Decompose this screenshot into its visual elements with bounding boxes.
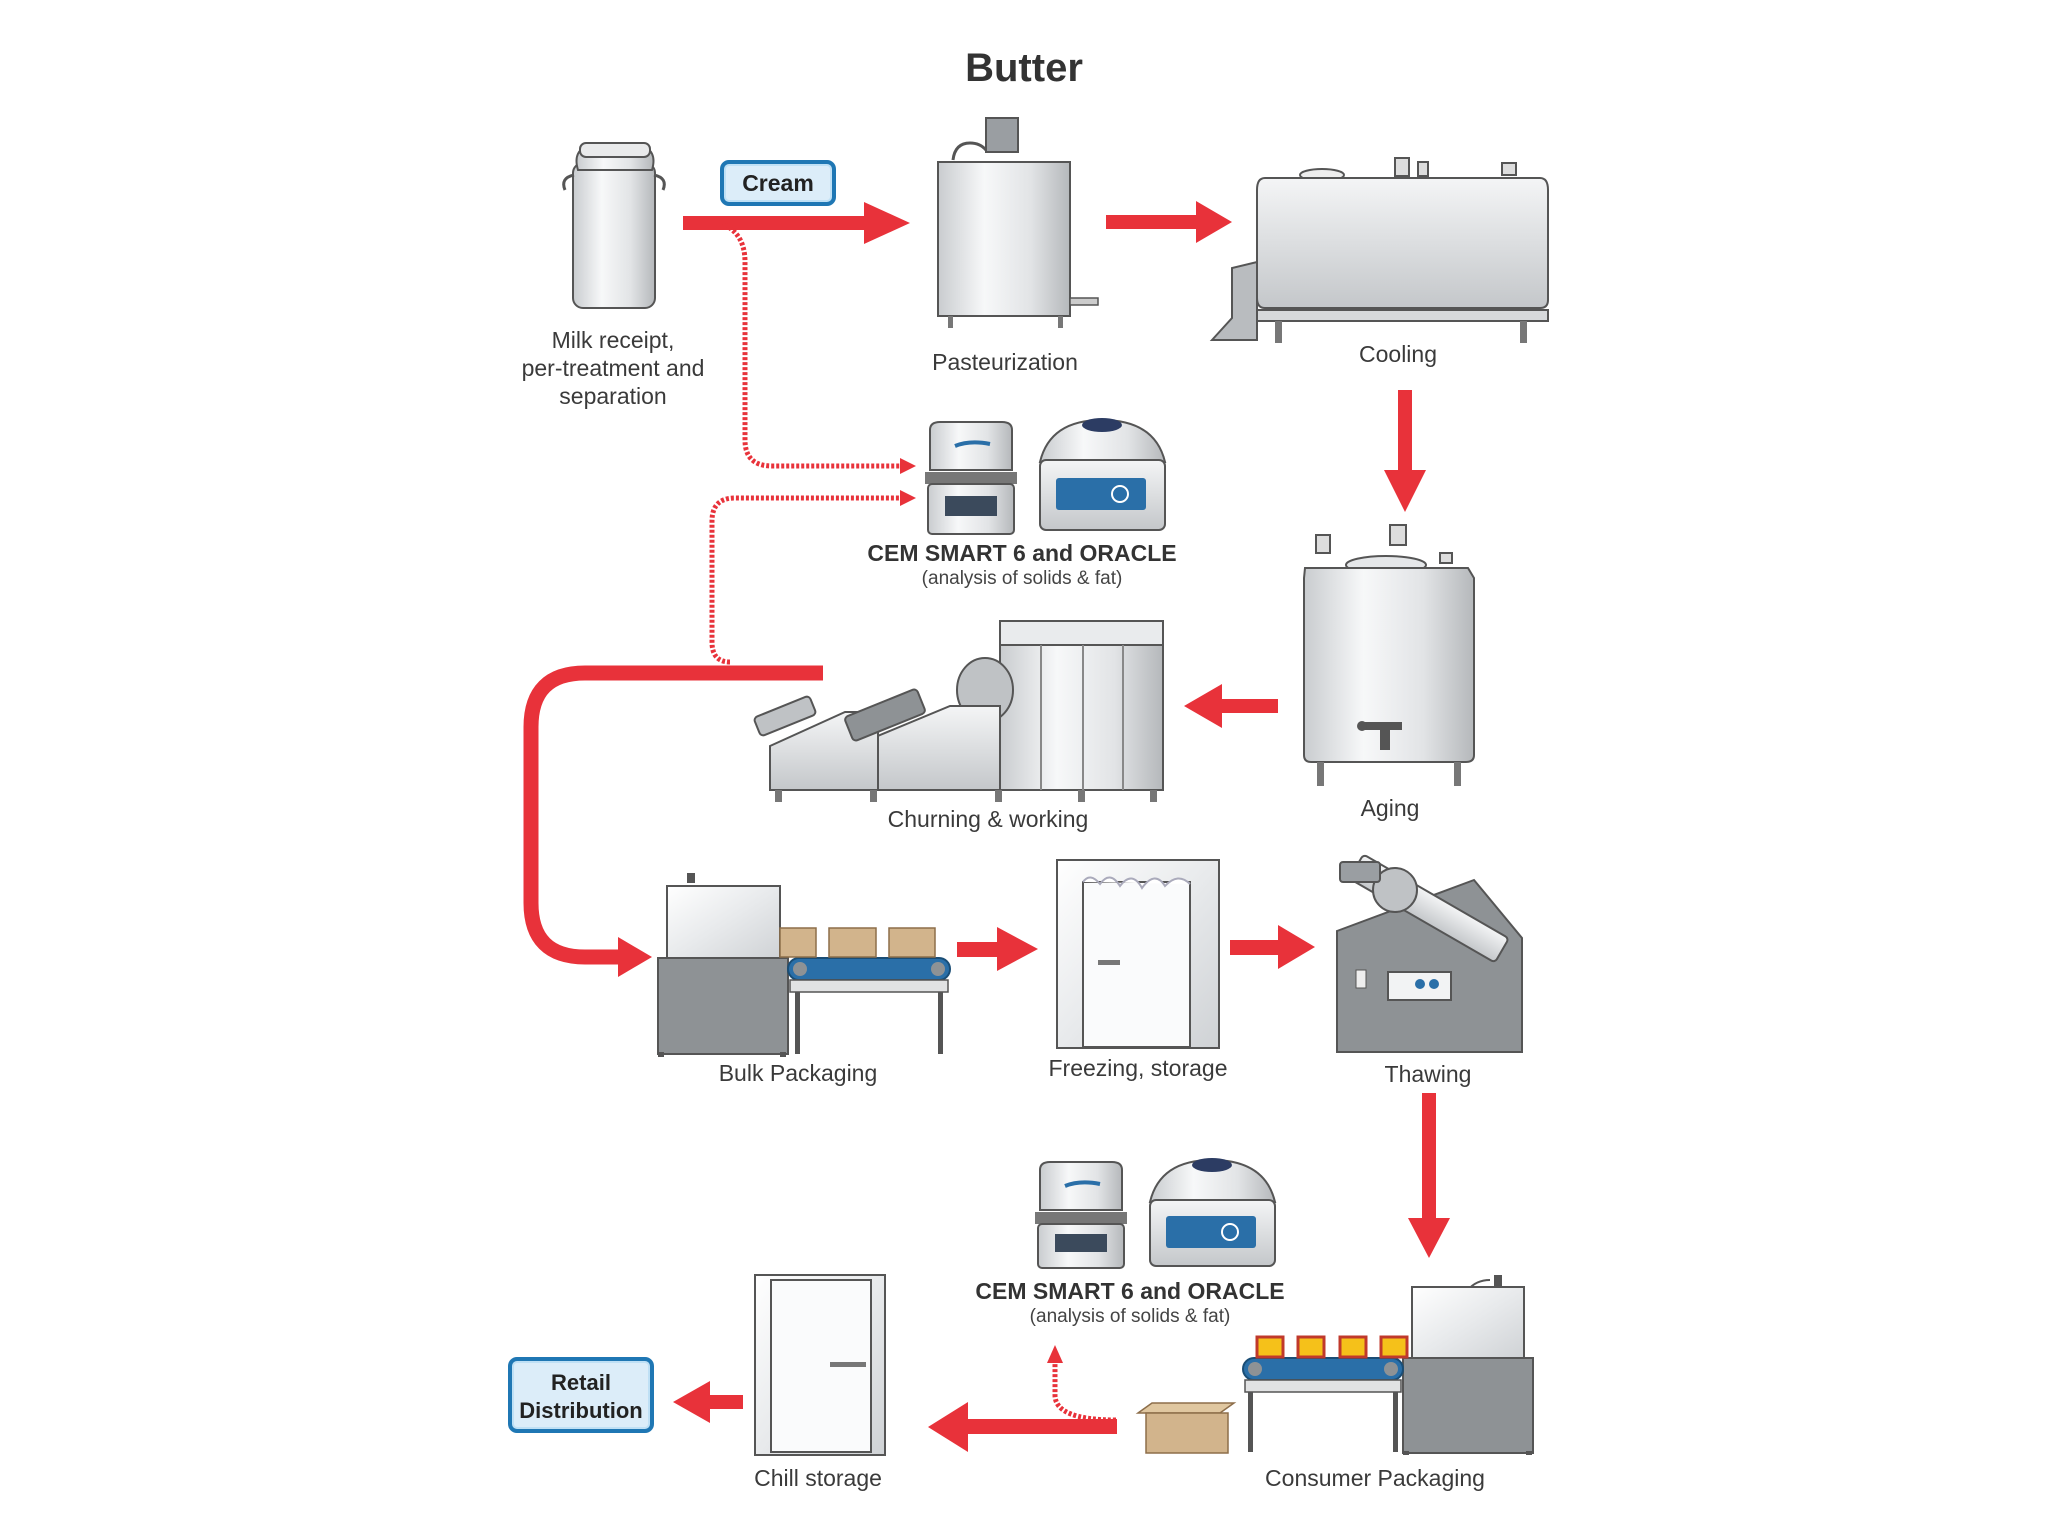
arrow-milk-to-pasteurization — [683, 202, 910, 244]
label-churning: Churning & working — [887, 806, 1089, 832]
label-bulk-packaging: Bulk Packaging — [718, 1060, 878, 1086]
cream-tag: Cream — [720, 160, 836, 206]
page-title: Butter — [965, 46, 1083, 90]
analyzer-note: (analysis of solids & fat) — [1029, 1306, 1231, 1327]
analyzer-note: (analysis of solids & fat) — [921, 568, 1123, 589]
arrow-aging-to-churning — [1184, 684, 1278, 728]
arrow-bulk-to-freezing — [957, 927, 1038, 971]
retail-distribution-tag: Retail Distribution — [508, 1357, 654, 1433]
label-freezing: Freezing, storage — [1048, 1055, 1228, 1081]
analyzer-caption-bottom: CEM SMART 6 and ORACLE (analysis of soli… — [950, 1278, 1310, 1328]
arrow-freezing-to-thawing — [1230, 925, 1315, 969]
oracle-analyzer-icon — [1038, 418, 1167, 531]
sample-arrowhead-3 — [1047, 1345, 1063, 1363]
arrow-pasteurization-to-cooling — [1106, 201, 1232, 243]
bulk-packaging-machine-icon — [657, 873, 951, 1057]
label-pasteurization: Pasteurization — [932, 349, 1078, 375]
analyzer-name: CEM SMART 6 and ORACLE — [867, 540, 1177, 566]
smart6-analyzer-icon — [925, 421, 1017, 535]
label-cooling: Cooling — [1359, 341, 1437, 367]
sample-arrowhead-1 — [900, 458, 916, 474]
oracle-analyzer-icon-2 — [1148, 1158, 1277, 1267]
aging-tank-icon — [1303, 524, 1475, 786]
freezer-room-icon — [1056, 859, 1220, 1049]
sample-line-churning — [709, 495, 902, 665]
flow-arrows — [523, 201, 1450, 1452]
arrow-cooling-to-aging — [1384, 390, 1426, 512]
cardboard-box-icon — [1135, 1402, 1237, 1454]
label-consumer-packaging: Consumer Packaging — [1265, 1465, 1485, 1491]
arrow-churning-to-bulk-packaging — [523, 665, 823, 977]
sample-lines — [709, 220, 1117, 1423]
churn-icon — [753, 620, 1164, 802]
analyzer-caption-top: CEM SMART 6 and ORACLE (analysis of soli… — [842, 540, 1202, 590]
milk-can-icon — [562, 142, 666, 309]
thawing-machine-icon — [1336, 854, 1523, 1053]
chill-storage-room-icon — [754, 1274, 886, 1456]
consumer-packaging-machine-icon — [1242, 1275, 1534, 1455]
smart6-analyzer-icon-2 — [1035, 1161, 1127, 1269]
label-chill-storage: Chill storage — [754, 1465, 882, 1491]
label-thawing: Thawing — [1384, 1061, 1472, 1087]
label-aging: Aging — [1360, 795, 1420, 821]
arrow-thawing-to-consumer — [1408, 1093, 1450, 1258]
analyzer-name: CEM SMART 6 and ORACLE — [975, 1278, 1285, 1304]
arrow-chill-to-retail — [673, 1381, 743, 1423]
cooling-tank-icon — [1209, 157, 1549, 343]
label-milk-receipt: Milk receipt, per-treatment and separati… — [521, 327, 705, 409]
sample-line-consumer — [1052, 1360, 1117, 1423]
pasteurizer-icon — [937, 117, 1099, 328]
sample-line-cream — [719, 220, 902, 469]
sample-arrowhead-2 — [900, 490, 916, 506]
arrow-consumer-to-chill — [928, 1402, 1117, 1452]
